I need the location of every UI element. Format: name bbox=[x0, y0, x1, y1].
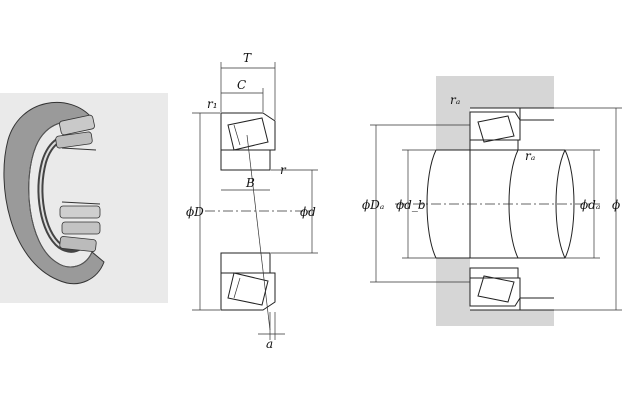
label-Da: ϕDₐ bbox=[362, 198, 384, 212]
label-da: ϕdₐ bbox=[580, 198, 600, 212]
label-db: ϕd_b bbox=[396, 198, 426, 212]
bearing-photo bbox=[0, 93, 168, 303]
bearing-cross-section: T C r₁ r B ϕD ϕd a bbox=[186, 51, 318, 351]
label-D: ϕD bbox=[186, 205, 204, 219]
label-r1: r₁ bbox=[207, 97, 218, 111]
label-B: B bbox=[245, 176, 255, 190]
label-ra-top: rₐ bbox=[450, 93, 460, 107]
label-a: a bbox=[266, 337, 273, 351]
label-d: ϕd bbox=[300, 205, 316, 219]
label-Db: ϕ bbox=[612, 198, 620, 212]
label-C: C bbox=[237, 78, 246, 92]
label-r: r bbox=[280, 163, 287, 177]
label-T: T bbox=[243, 51, 252, 65]
mounting-diagram: rₐ rₐ ϕDₐ ϕd_b ϕdₐ ϕ bbox=[362, 76, 622, 326]
label-ra-right: rₐ bbox=[525, 149, 535, 163]
